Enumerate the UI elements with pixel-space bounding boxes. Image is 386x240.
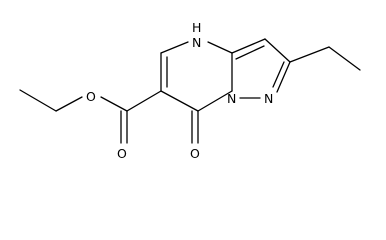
bond-c4a-c3 [231, 38, 266, 54]
bond-cester-o-ester [100, 96, 128, 112]
atom-label-nh-h: H [192, 20, 201, 35]
bond-c2-npyrazole [276, 61, 291, 93]
atom-labels: N H N N O O O [86, 20, 273, 161]
atom-label-o-ester: O [86, 89, 96, 104]
atom-label-o-ketone: O [190, 146, 200, 161]
bonds [19, 38, 361, 144]
structure-canvas: N H N N O O O [19, 20, 361, 161]
bond-o-ester-ch2 [55, 96, 83, 112]
bond-c6-cester [126, 90, 162, 112]
bond-nbridge-c7 [197, 90, 233, 112]
bond-nh-c4a [207, 41, 233, 54]
bond-c5-nh [160, 41, 189, 54]
bond-c2-npyrazole-double [272, 61, 285, 88]
bond-ch2-ch3 [328, 46, 361, 71]
atom-label-nh-n: N [192, 35, 201, 50]
bond-c2-ch2 [289, 46, 330, 63]
atom-label-n-pyrazole: N [264, 91, 273, 106]
atom-label-o-carbonyl: O [117, 146, 127, 161]
atom-label-n-bridge: N [227, 91, 236, 106]
bond-c4a-c3-double [235, 45, 265, 60]
bond-c7-c6 [160, 90, 199, 112]
bond-ch2-ch3-ester [19, 89, 57, 112]
chemical-structure-diagram: N H N N O O O [19, 20, 361, 161]
bond-c3-c2 [264, 38, 291, 63]
